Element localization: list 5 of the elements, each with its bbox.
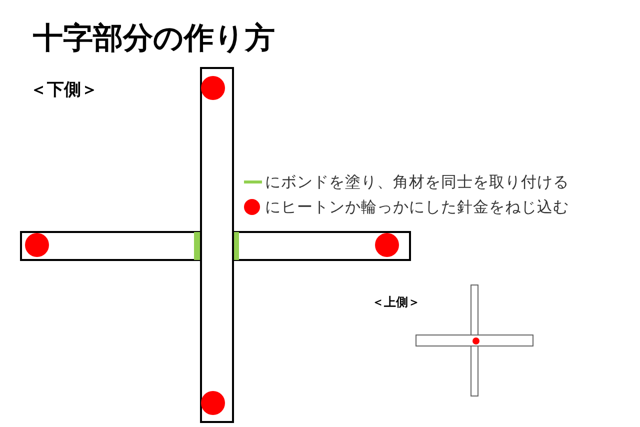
legend-text: にヒートンか輪っかにした針金をねじ込む [265,197,569,218]
view-label: ＜上側＞ [372,294,420,311]
view-label: ＜下側＞ [30,79,98,101]
title: 十字部分の作り方 [33,20,275,58]
legend-text: にボンドを塗り、角材を同士を取り付ける [265,172,569,193]
